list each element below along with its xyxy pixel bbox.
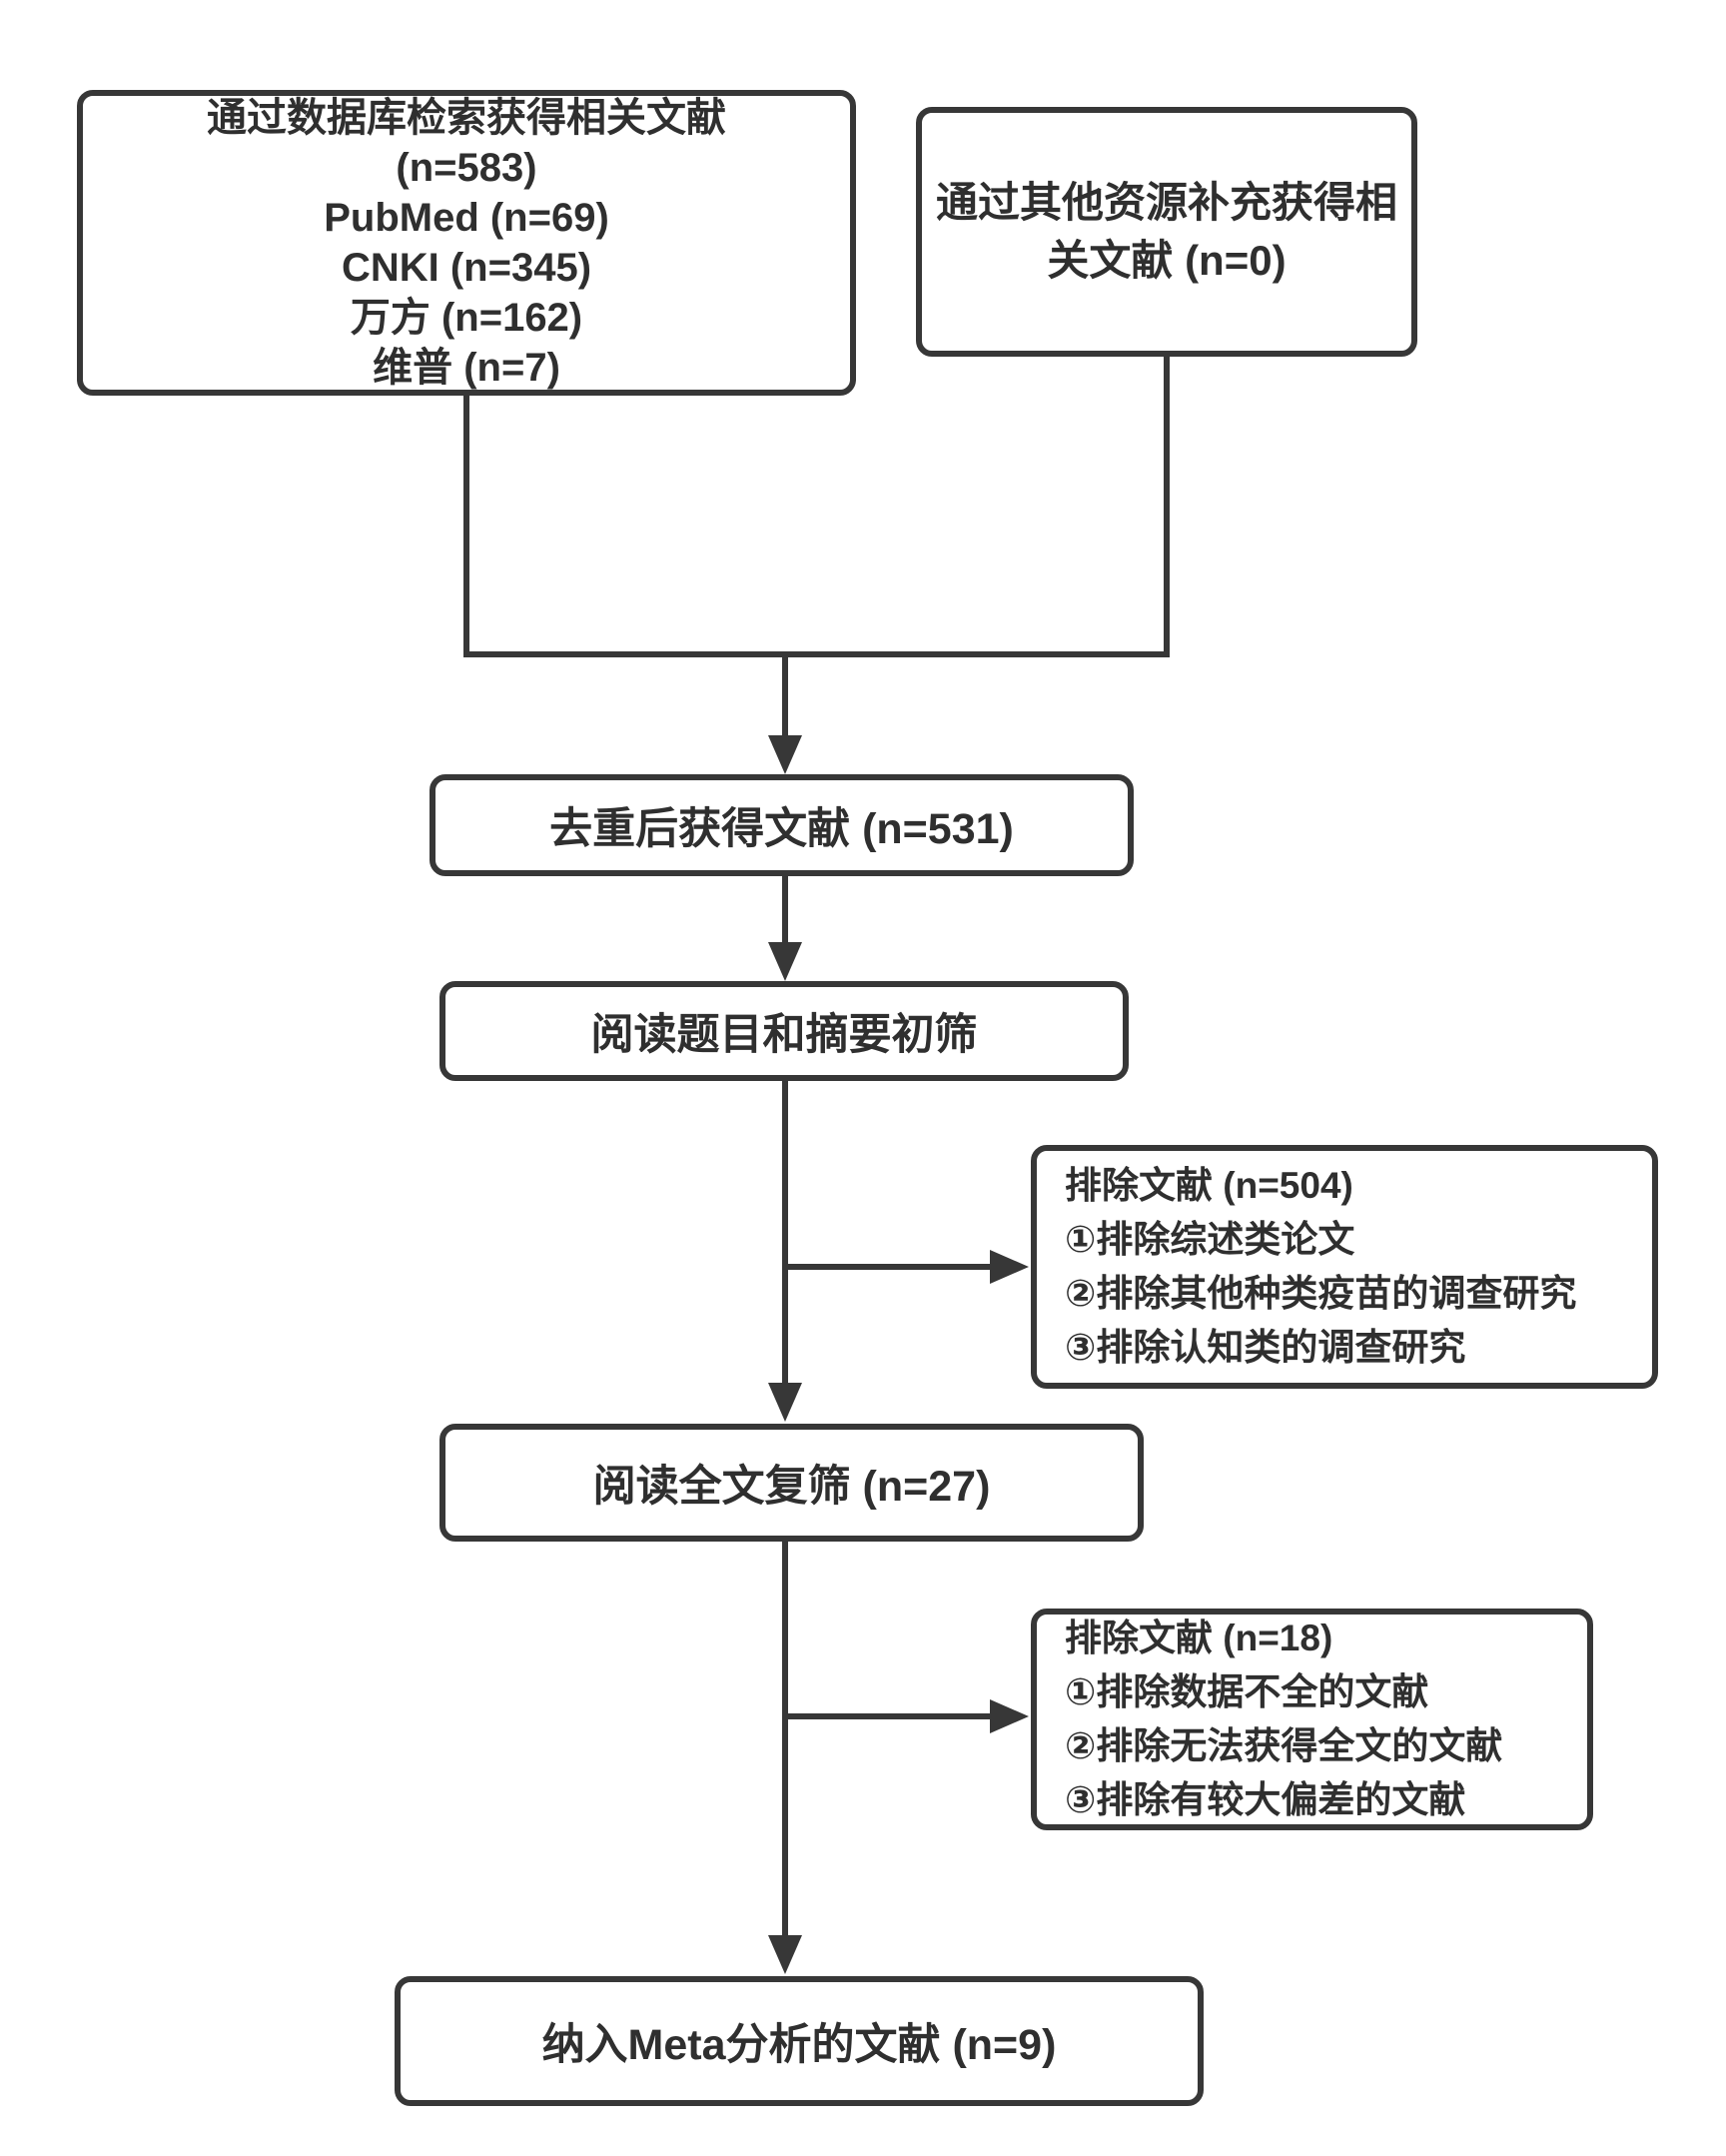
excluded-fulltext-reason2: ②排除无法获得全文的文献 bbox=[1065, 1725, 1503, 1766]
box-after-deduplication: 去重后获得文献 (n=531) bbox=[430, 774, 1134, 876]
box-included-meta-analysis: 纳入Meta分析的文献 (n=9) bbox=[395, 1976, 1204, 2106]
excluded-initial-reason3: ③排除认知类的调查研究 bbox=[1065, 1327, 1466, 1368]
arrowhead-into-dedup bbox=[768, 735, 802, 774]
database-search-pubmed: PubMed (n=69) bbox=[324, 196, 609, 240]
other-sources-line2: 关文献 (n=0) bbox=[1047, 237, 1287, 284]
excluded-initial-title: 排除文献 (n=504) bbox=[1065, 1165, 1353, 1206]
arrowhead-into-excluded-initial bbox=[990, 1250, 1029, 1284]
box-excluded-fulltext: 排除文献 (n=18) ①排除数据不全的文献 ②排除无法获得全文的文献 ③排除有… bbox=[1031, 1609, 1593, 1830]
database-search-title: 通过数据库检索获得相关文献 bbox=[207, 96, 726, 140]
fulltext-screening-label: 阅读全文复筛 (n=27) bbox=[592, 1463, 991, 1511]
title-abstract-screening-label: 阅读题目和摘要初筛 bbox=[590, 1011, 978, 1059]
arrowhead-into-excluded-fulltext bbox=[990, 1699, 1029, 1733]
box-title-abstract-screening: 阅读题目和摘要初筛 bbox=[439, 981, 1129, 1081]
box-other-sources: 通过其他资源补充获得相 关文献 (n=0) bbox=[916, 107, 1417, 357]
excluded-fulltext-title: 排除文献 (n=18) bbox=[1065, 1617, 1333, 1658]
database-search-total: (n=583) bbox=[396, 146, 537, 190]
database-search-cnki: CNKI (n=345) bbox=[341, 246, 592, 290]
other-sources-line1: 通过其他资源补充获得相 bbox=[935, 179, 1397, 226]
excluded-fulltext-reason3: ③排除有较大偏差的文献 bbox=[1065, 1779, 1466, 1820]
database-search-wanfang: 万方 (n=162) bbox=[350, 296, 583, 340]
excluded-fulltext-reason1: ①排除数据不全的文献 bbox=[1065, 1671, 1429, 1712]
excluded-initial-reason1: ①排除综述类论文 bbox=[1065, 1219, 1355, 1260]
excluded-initial-reason2: ②排除其他种类疫苗的调查研究 bbox=[1065, 1273, 1577, 1314]
arrowhead-into-included bbox=[768, 1935, 802, 1974]
arrowhead-into-screen bbox=[768, 942, 802, 981]
arrowhead-into-fulltext bbox=[768, 1383, 802, 1422]
box-database-search: 通过数据库检索获得相关文献 (n=583) PubMed (n=69) CNKI… bbox=[77, 90, 856, 396]
box-excluded-initial: 排除文献 (n=504) ①排除综述类论文 ②排除其他种类疫苗的调查研究 ③排除… bbox=[1031, 1145, 1658, 1389]
after-deduplication-label: 去重后获得文献 (n=531) bbox=[549, 805, 1014, 853]
database-search-vip: 维普 (n=7) bbox=[373, 346, 560, 390]
connector-merge-junction bbox=[463, 357, 1170, 657]
included-meta-analysis-label: 纳入Meta分析的文献 (n=9) bbox=[541, 2021, 1057, 2069]
box-fulltext-screening: 阅读全文复筛 (n=27) bbox=[439, 1424, 1144, 1542]
